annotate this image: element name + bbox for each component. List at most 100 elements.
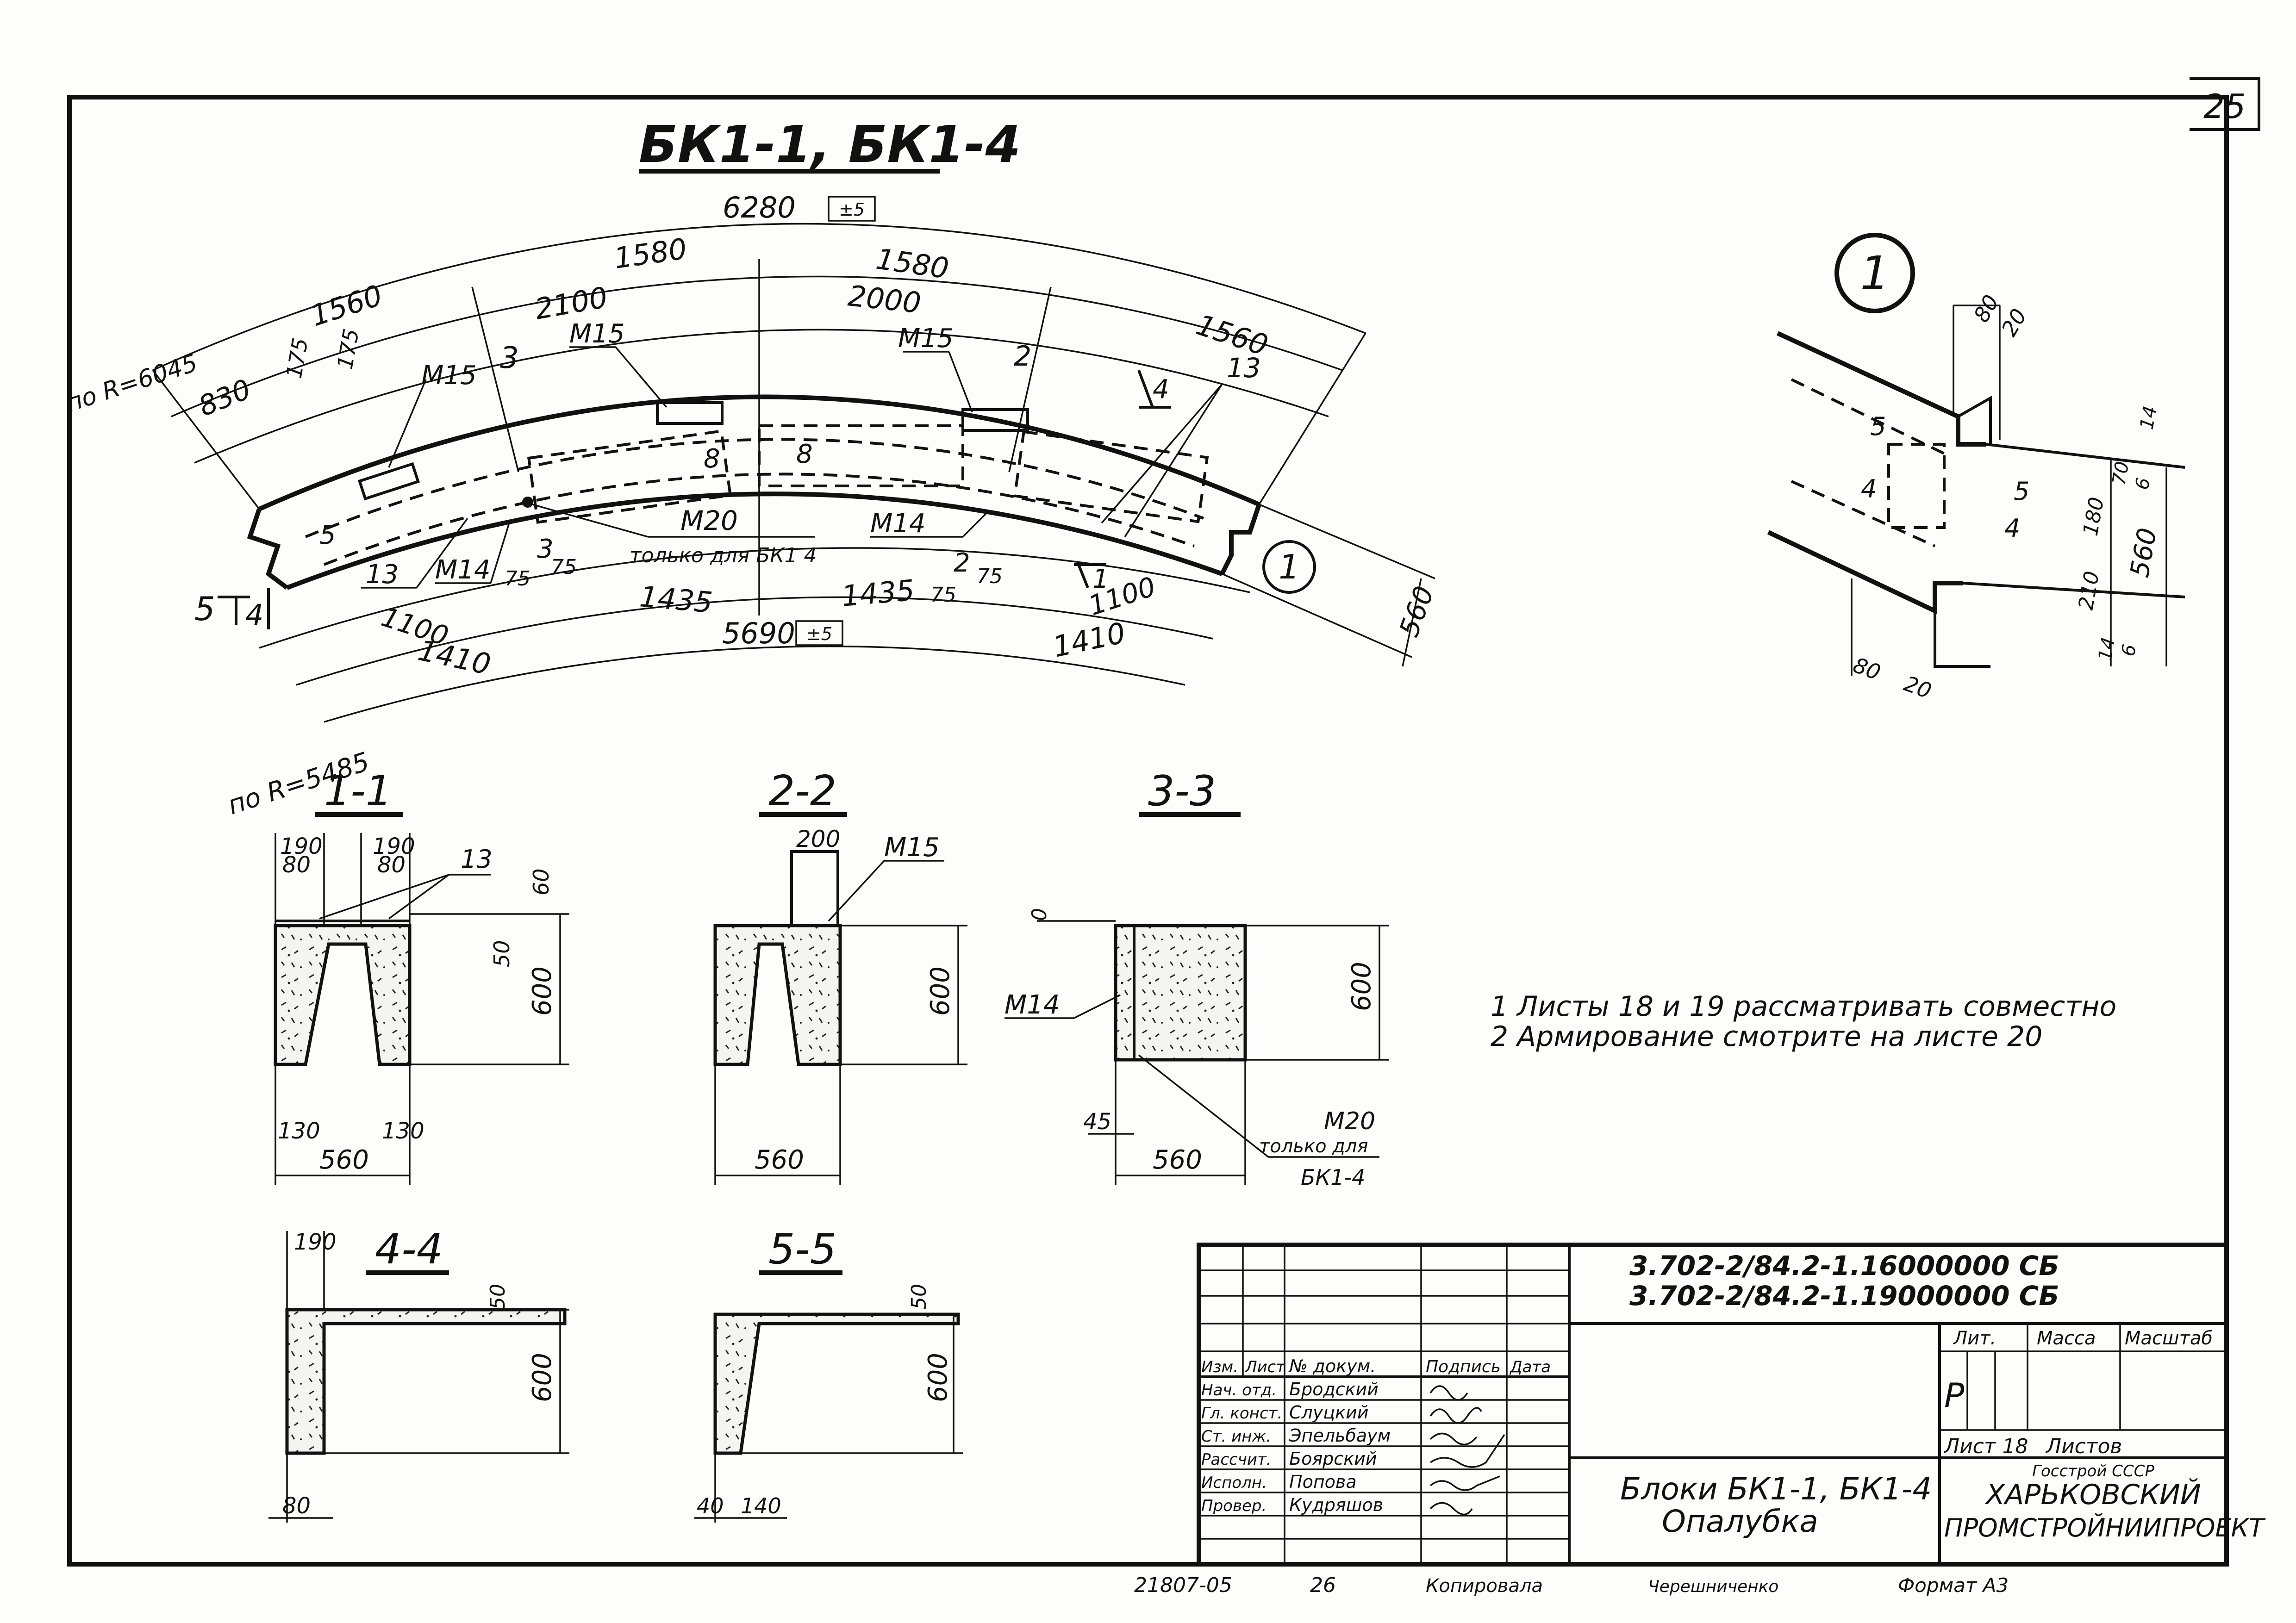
- dim-arc-outer-total: [152, 223, 1366, 371]
- s44-dim-50: 50: [486, 1284, 510, 1310]
- tb-org-3: ПРОМСТРОЙНИИПРОЕКТ: [1944, 1513, 2266, 1542]
- section-3-3: 3-3 0 600 М14 560 45 М20 только для БК1-…: [1004, 767, 1389, 1190]
- tb-lit-value: Р: [1944, 1376, 1965, 1415]
- dim-lower-75-a: 75: [505, 567, 530, 591]
- sheet-number: 25: [2203, 87, 2246, 126]
- tb-code-1: 3.702-2/84.2-1.16000000 СБ: [1629, 1250, 2059, 1281]
- node-dim-20-bottom: 20: [1901, 671, 1934, 704]
- node-dim-80-bottom: 80: [1850, 653, 1884, 685]
- dim-bottom-seg-3: 1435: [840, 573, 916, 613]
- section-mark-2-bottom: 2: [954, 548, 970, 578]
- node-dim-14-bottom: 14: [2095, 636, 2120, 663]
- section-2-2: 2-2 200 М15 600 560: [713, 767, 967, 1185]
- block-inner-edge: [286, 491, 1223, 590]
- footer: 21807-05 26 Копировала Черешниченко Форм…: [1134, 1573, 2009, 1597]
- tb-org-2: ХАРЬКОВСКИЙ: [1984, 1478, 2201, 1511]
- marker-m14-left: М14: [435, 555, 491, 585]
- dim-lower-75-d: 75: [977, 565, 1003, 588]
- section-mark-2-top: 2: [1014, 340, 1031, 373]
- s11-dim-50: 50: [489, 940, 514, 967]
- tb-left-grid: [1199, 1245, 1569, 1564]
- node-dim-6-top: 6: [2132, 476, 2155, 491]
- node-mark-5-b: 5: [2014, 477, 2029, 506]
- tb-header-doc: № докум.: [1288, 1356, 1376, 1376]
- node-1-circle: [1834, 233, 1915, 313]
- dim-outer-total: 6280: [723, 191, 796, 224]
- section-1-1-title: 1-1: [324, 767, 392, 815]
- s22-marker-m15: М15: [884, 833, 940, 863]
- node-1-label: 1: [1860, 246, 1890, 300]
- dim-inner-seg-2000: 2000: [846, 279, 923, 320]
- node-mark-4-b: 4: [2004, 514, 2020, 543]
- marker-m15-mid: М15: [569, 319, 625, 349]
- s33-dim-0: 0: [1028, 908, 1051, 921]
- s33-marker-m20: М20: [1324, 1107, 1375, 1135]
- dim-width: 560: [1393, 582, 1440, 640]
- s44-dim-600: 600: [527, 1353, 557, 1402]
- section-4-4: 4-4 190 50 600 80: [268, 1225, 569, 1523]
- s55-dim-50: 50: [907, 1284, 931, 1310]
- s33-note-1: только для: [1259, 1136, 1368, 1157]
- s33-dim-560: 560: [1153, 1145, 1202, 1175]
- plan-view: БК1-1, БК1-4 6280: [62, 115, 1440, 821]
- dim-arc-inner-segments: [194, 329, 1329, 464]
- section-5-5: 5-5 50 600 40 140: [694, 1225, 963, 1523]
- tb-header-izm: Изм.: [1201, 1358, 1238, 1376]
- node-dim-560: 560: [2125, 526, 2163, 580]
- section-5-5-title: 5-5: [768, 1225, 836, 1274]
- tb-header-date: Дата: [1509, 1358, 1551, 1376]
- s22-dim-560: 560: [755, 1145, 804, 1175]
- dim-inner-seg-175a: 175: [281, 336, 313, 380]
- s33-dim-600: 600: [1347, 962, 1377, 1011]
- s22-dim-600: 600: [925, 966, 955, 1016]
- node-dim-210: 210: [2074, 569, 2104, 612]
- s55-dim-40: 40: [697, 1493, 724, 1518]
- marker-m20-note: только для БК1 4: [630, 544, 817, 567]
- node-dim-6-bottom: 6: [2118, 643, 2141, 658]
- marker-m15-right: М15: [898, 323, 954, 354]
- s11-dim-190b: 190: [373, 833, 415, 859]
- s22-dim-200: 200: [796, 826, 840, 852]
- s33-note-2: БК1-4: [1301, 1165, 1365, 1190]
- s11-dim-80a: 80: [282, 852, 311, 878]
- tb-role-6: Провер.: [1201, 1497, 1267, 1515]
- s11-dim-60: 60: [529, 868, 554, 895]
- dim-outer-seg-2: 1580: [612, 232, 689, 275]
- tb-sheets-label: Листов: [2045, 1435, 2122, 1458]
- node-mark-4-a: 4: [1861, 474, 1877, 504]
- tb-role-5: Исполн.: [1201, 1474, 1267, 1492]
- node-dim-180: 180: [2079, 495, 2109, 538]
- node-dim-70: 70: [2109, 460, 2134, 487]
- dim-bottom-seg-2: 1435: [638, 579, 714, 619]
- marker-m14-right: М14: [870, 509, 926, 539]
- dim-arc-bottom-segments: [296, 596, 1213, 686]
- dim-lower-75-b: 75: [551, 555, 577, 579]
- title-block: Изм. Лист № докум. Подпись Дата Нач. отд…: [1197, 1243, 2266, 1567]
- footer-num: 26: [1310, 1573, 1336, 1597]
- section-mark-3-top: 3: [500, 341, 519, 375]
- tb-name-5: Попова: [1289, 1472, 1357, 1492]
- s11-dim-190a: 190: [280, 833, 323, 859]
- tb-lit-label: Лит.: [1953, 1328, 1996, 1349]
- tb-role-2: Гл. конст.: [1201, 1404, 1282, 1423]
- s11-dim-560: 560: [319, 1145, 369, 1175]
- node-callout-label: 1: [1279, 547, 1300, 586]
- dim-lower-75-c: 75: [930, 583, 956, 607]
- dim-arc-outer-segments: [171, 275, 1343, 417]
- note-2: 2 Армирование смотрите на листе 20: [1491, 1020, 2042, 1053]
- section-mark-4-left: 4: [245, 598, 263, 632]
- dim-inner-seg-175b: 175: [332, 327, 364, 371]
- tb-drawing-subtitle: Опалубка: [1662, 1504, 1818, 1539]
- marker-13-right: 13: [1227, 352, 1261, 384]
- dim-bottom-seg-4: 1410: [1050, 616, 1129, 664]
- node-mark-5-a: 5: [1870, 412, 1886, 441]
- tb-code-2: 3.702-2/84.2-1.19000000 СБ: [1629, 1280, 2059, 1312]
- note-1: 1 Листы 18 и 19 рассматривать совместно: [1491, 990, 2116, 1023]
- tb-role-4: Рассчит.: [1201, 1450, 1272, 1469]
- section-mark-1-bottom: 1: [1092, 564, 1109, 594]
- dim-inner-total: 5690: [722, 616, 795, 650]
- section-mark-5-plan: 5: [319, 520, 336, 550]
- marker-8-b: 8: [796, 439, 813, 469]
- s55-dim-600: 600: [923, 1353, 953, 1402]
